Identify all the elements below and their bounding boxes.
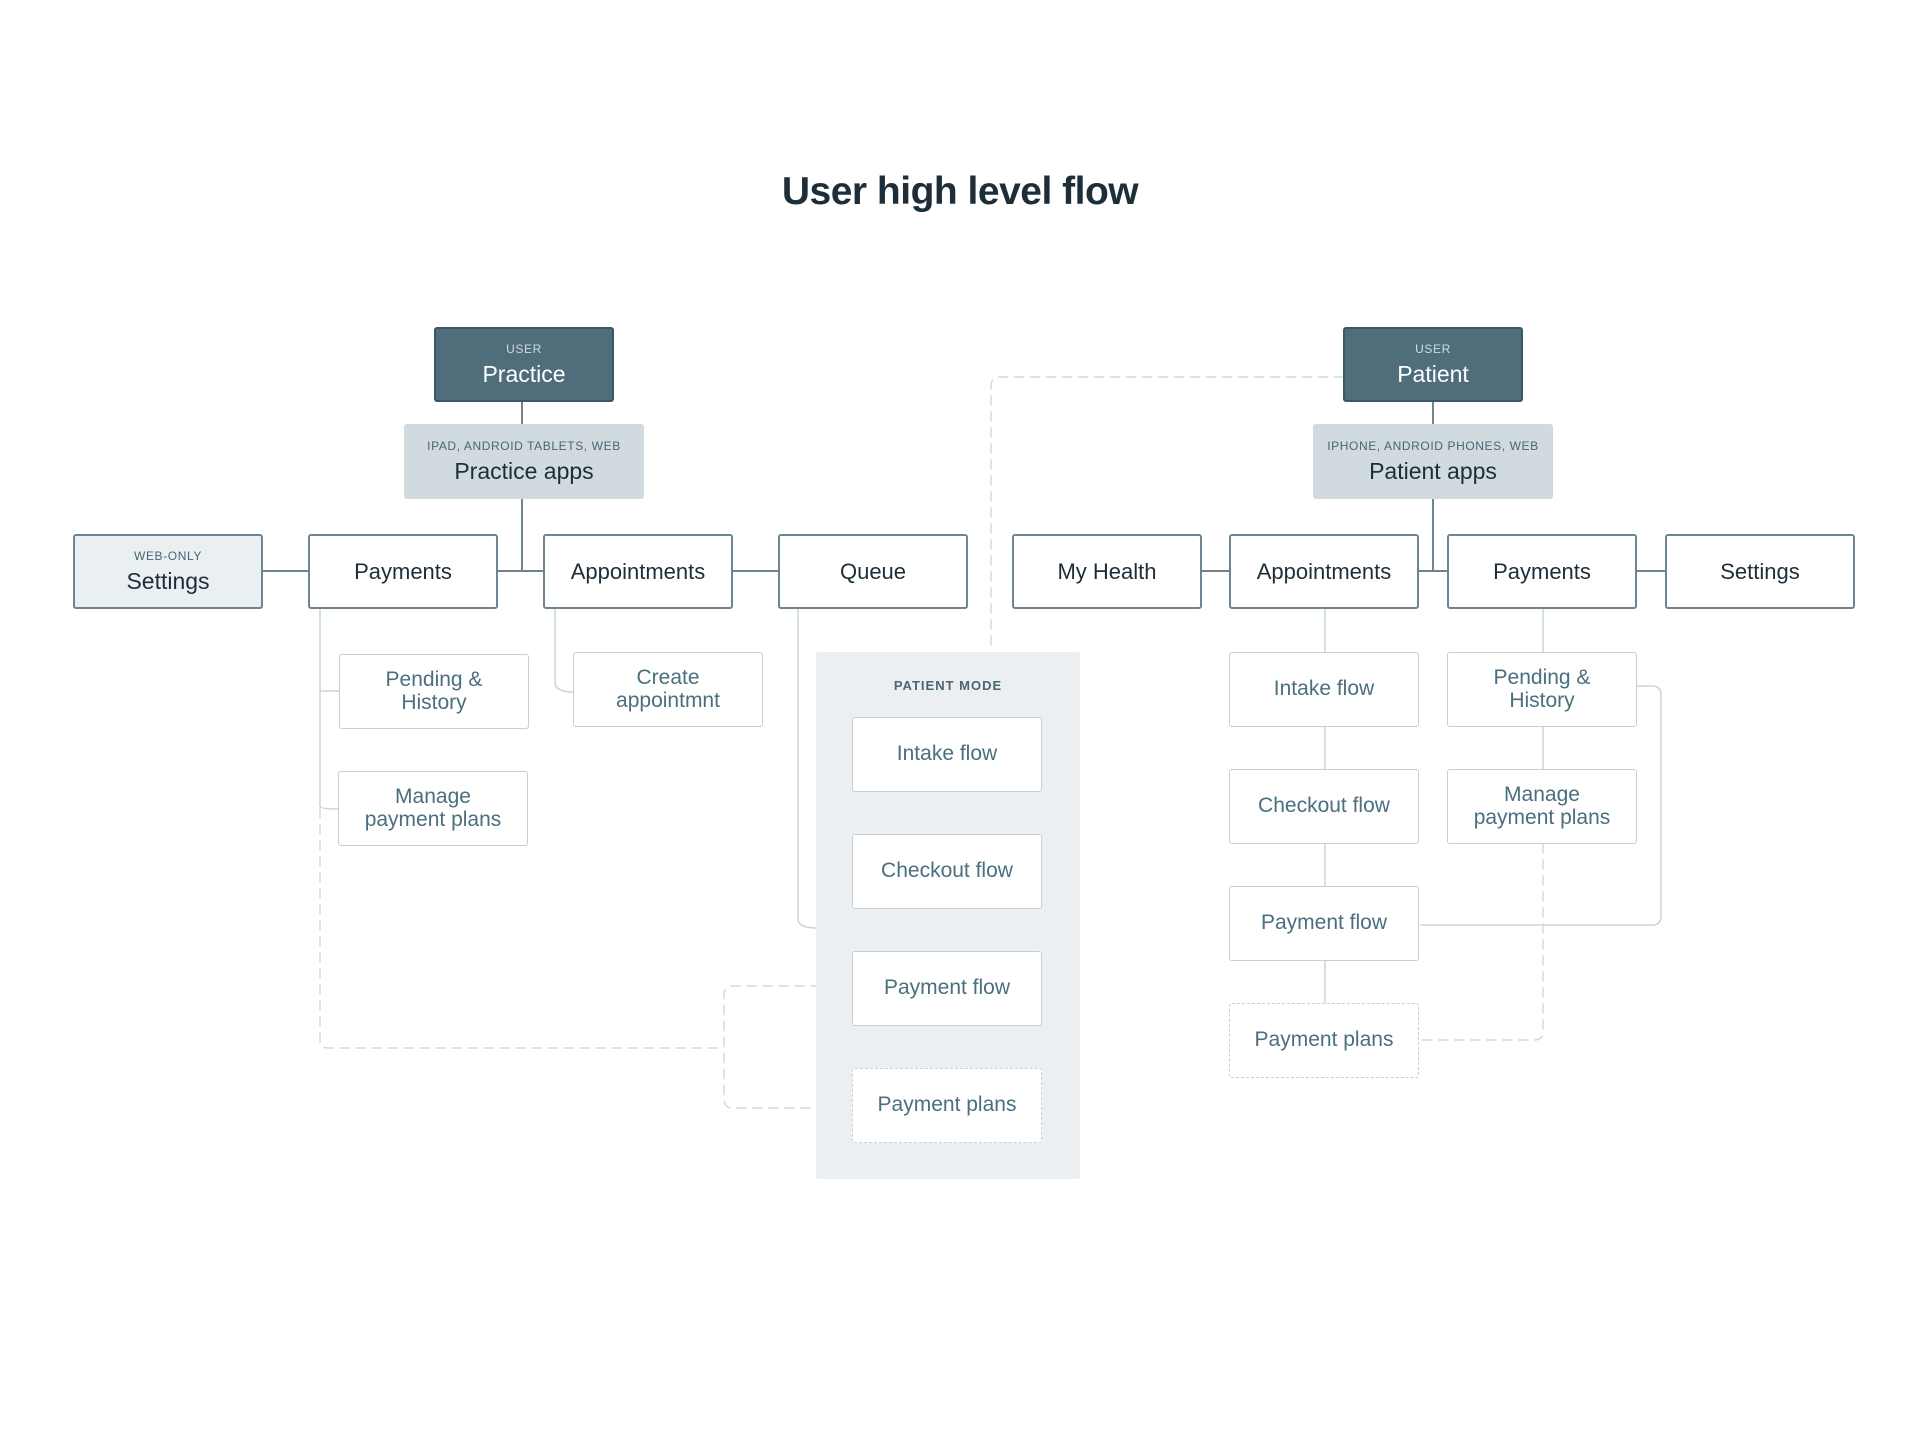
patient-user-kicker: USER — [1415, 341, 1451, 356]
patient-apps-kicker: IPHONE, ANDROID PHONES, WEB — [1327, 438, 1539, 453]
patient-mode-checkout-label: Checkout flow — [881, 859, 1013, 883]
patient-payments-label: Payments — [1493, 558, 1591, 584]
practice-apps-node: IPAD, ANDROID TABLETS, WEB Practice apps — [404, 424, 644, 499]
patient-my-health-node: My Health — [1012, 534, 1202, 609]
patient-plans-node: Payment plans — [1229, 1003, 1419, 1078]
patient-user-node: USER Patient — [1343, 327, 1523, 402]
practice-sub-connectors — [319, 607, 818, 929]
patient-mode-plans-label: Payment plans — [877, 1093, 1017, 1117]
patient-appointments-label: Appointments — [1256, 558, 1392, 584]
practice-payments-node: Payments — [308, 534, 498, 609]
patient-mode-title: PATIENT MODE — [893, 678, 1003, 693]
patient-manage-plans-node: Manage payment plans — [1447, 769, 1637, 844]
patient-mode-intake-label: Intake flow — [896, 742, 998, 766]
patient-intake-node: Intake flow — [1229, 652, 1419, 727]
practice-user-node: USER Practice — [434, 327, 614, 402]
patient-payment-label: Payment flow — [1260, 911, 1388, 935]
practice-appointments-label: Appointments — [570, 558, 706, 584]
patient-mode-plans-node: Payment plans — [852, 1068, 1042, 1143]
practice-apps-kicker: IPAD, ANDROID TABLETS, WEB — [427, 438, 621, 453]
patient-plans-label: Payment plans — [1254, 1028, 1394, 1052]
practice-settings-node: WEB-ONLY Settings — [73, 534, 263, 609]
patient-apps-node: IPHONE, ANDROID PHONES, WEB Patient apps — [1313, 424, 1553, 499]
patient-pending-history-node: Pending & History — [1447, 652, 1637, 727]
patient-settings-label: Settings — [1720, 558, 1800, 584]
patient-my-health-label: My Health — [1057, 558, 1157, 584]
dashed-connectors — [319, 376, 1544, 1109]
practice-pending-history-label: Pending & History — [385, 668, 483, 714]
patient-intake-label: Intake flow — [1273, 677, 1375, 701]
page-title: User high level flow — [781, 170, 1139, 213]
patient-mode-payment-label: Payment flow — [883, 976, 1011, 1000]
patient-tree-connectors — [1200, 400, 1667, 572]
patient-sub-connectors — [1324, 607, 1662, 1004]
patient-apps-label: Patient apps — [1369, 458, 1497, 485]
patient-settings-node: Settings — [1665, 534, 1855, 609]
practice-create-appointment-label: Create appointmnt — [616, 666, 720, 712]
patient-checkout-node: Checkout flow — [1229, 769, 1419, 844]
practice-user-label: Practice — [482, 361, 566, 388]
patient-payments-node: Payments — [1447, 534, 1637, 609]
practice-appointments-node: Appointments — [543, 534, 733, 609]
practice-settings-label: Settings — [126, 568, 210, 595]
practice-payments-label: Payments — [354, 558, 452, 584]
practice-manage-plans-label: Manage payment plans — [364, 785, 502, 831]
practice-queue-node: Queue — [778, 534, 968, 609]
practice-tree-connectors — [261, 400, 780, 572]
practice-user-kicker: USER — [506, 341, 542, 356]
patient-manage-plans-label: Manage payment plans — [1473, 783, 1611, 829]
patient-mode-intake-node: Intake flow — [852, 717, 1042, 792]
patient-user-label: Patient — [1397, 361, 1469, 388]
patient-appointments-node: Appointments — [1229, 534, 1419, 609]
practice-queue-label: Queue — [839, 558, 907, 584]
practice-apps-label: Practice apps — [454, 458, 594, 485]
patient-payment-node: Payment flow — [1229, 886, 1419, 961]
patient-checkout-label: Checkout flow — [1258, 794, 1390, 818]
patient-mode-checkout-node: Checkout flow — [852, 834, 1042, 909]
practice-pending-history-node: Pending & History — [339, 654, 529, 729]
practice-manage-plans-node: Manage payment plans — [338, 771, 528, 846]
patient-mode-payment-node: Payment flow — [852, 951, 1042, 1026]
practice-settings-kicker: WEB-ONLY — [134, 548, 202, 563]
practice-create-appointment-node: Create appointmnt — [573, 652, 763, 727]
patient-pending-history-label: Pending & History — [1493, 666, 1591, 712]
